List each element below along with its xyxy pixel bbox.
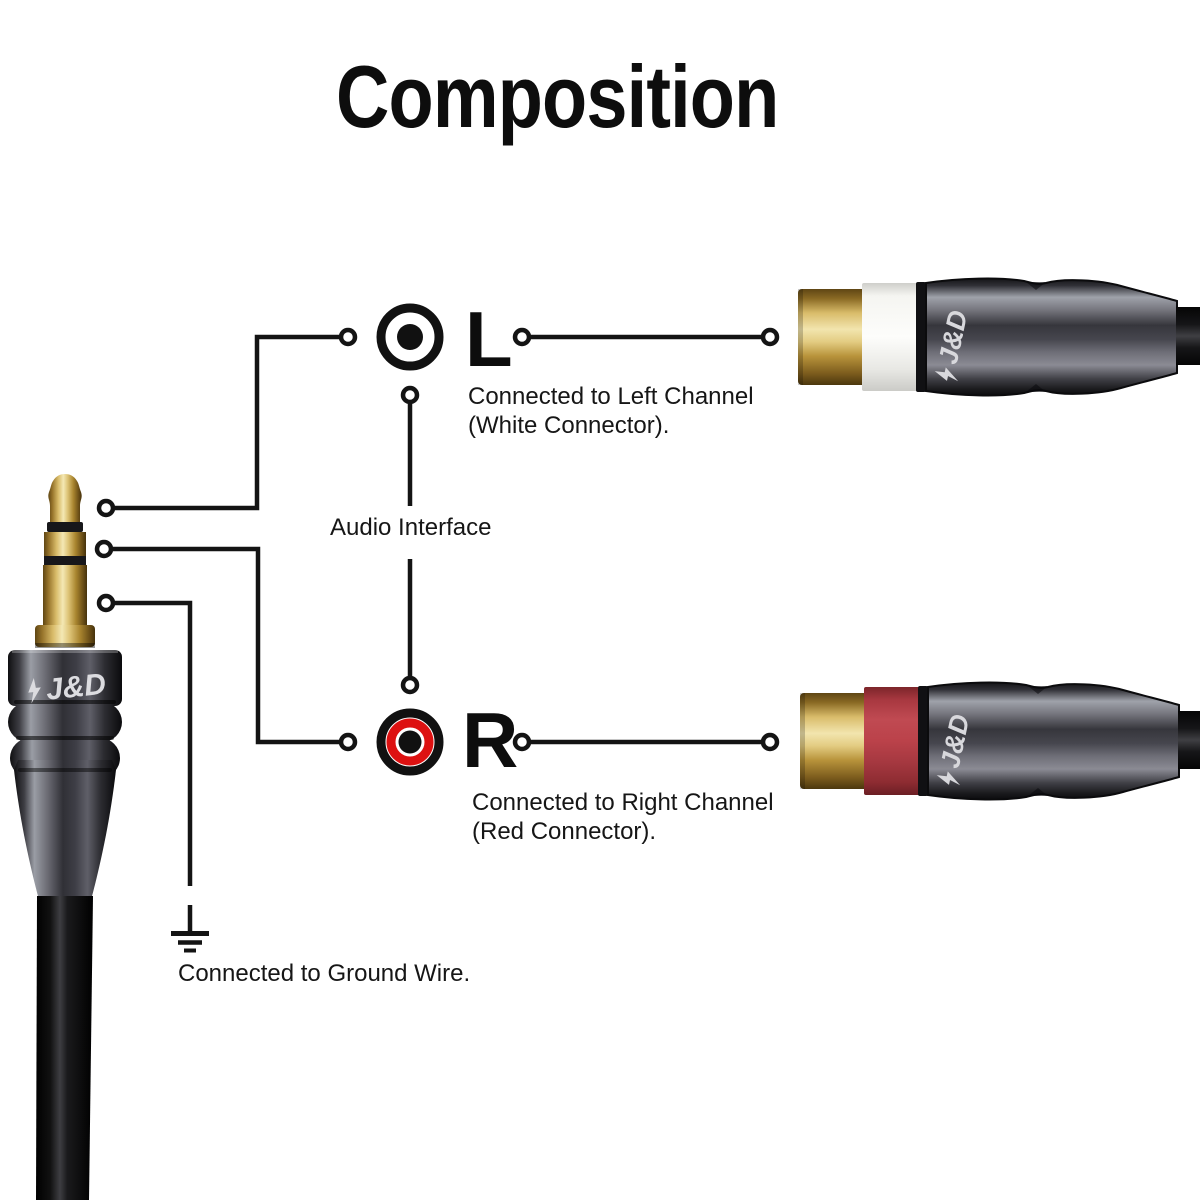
right-symbol-center-dot [398, 730, 422, 754]
node-jack-sleeve [96, 593, 116, 613]
jack-tip [48, 474, 82, 524]
node-left-line-end [760, 327, 780, 347]
right-symbol-red-ring [386, 718, 434, 766]
red-rca-body-edge [918, 686, 928, 796]
right-channel-note-line1: Connected to Right Channel [472, 789, 774, 816]
white-rca-gold-barrel [798, 289, 866, 385]
jack-groove-2 [16, 736, 114, 740]
red-rca-connector: J&D [800, 681, 1200, 801]
right-channel-note-line2: (Red Connector). [472, 817, 657, 845]
jack-groove-1 [14, 700, 116, 704]
jack-collar [35, 625, 95, 647]
ring-to-right-line [111, 546, 340, 745]
node-right-line-start [512, 732, 532, 752]
brand-bolt-icon [936, 771, 961, 786]
red-rca-gold-barrel [800, 693, 868, 789]
node-right-symbol-up [400, 675, 420, 695]
jack-insulator-ring-1 [47, 522, 83, 532]
left-channel-note-line2: (White Connector). [468, 411, 670, 439]
jack-ring-band [44, 532, 86, 556]
red-rca-notch-top [1028, 686, 1048, 694]
page-title: Composition [336, 47, 779, 146]
brand-bolt-icon [934, 367, 959, 382]
red-rca-notch-bottom [1028, 788, 1048, 796]
white-rca-body-edge [916, 282, 926, 392]
jack-body-rib-1 [8, 702, 122, 742]
white-rca-notch-top [1026, 282, 1046, 290]
jack-body-taper [14, 760, 116, 900]
jack-groove-3 [18, 768, 112, 772]
node-right-line-end [760, 732, 780, 752]
jack-cable [36, 896, 93, 1200]
wiring-lines [111, 334, 763, 886]
ground-symbol [171, 905, 209, 953]
left-symbol-center-dot [397, 324, 423, 350]
jack-brand-logo: J&D [28, 668, 108, 707]
tip-to-left-line [113, 334, 340, 511]
left-rca-symbol [376, 303, 444, 371]
white-rca-cable [1176, 307, 1200, 365]
jack-brand-text: J&D [44, 668, 107, 707]
ground-note: Connected to Ground Wire. [178, 960, 471, 987]
node-left-line-start [512, 327, 532, 347]
node-right-symbol-in [338, 732, 358, 752]
white-rca-barrel-rim [798, 289, 803, 385]
node-left-symbol-in [338, 327, 358, 347]
red-rca-barrel-rim [800, 693, 805, 789]
right-rca-symbol [376, 708, 444, 776]
connection-nodes [94, 327, 780, 752]
white-rca-band [862, 283, 918, 391]
trs-jack: J&D [8, 474, 122, 1200]
left-channel-note-line1: Connected to Left Channel [468, 383, 754, 410]
right-channel-letter: R [462, 696, 519, 784]
node-left-symbol-down [400, 385, 420, 405]
white-rca-connector: J&D [798, 277, 1200, 397]
audio-interface-label: Audio Interface [330, 514, 492, 541]
right-channel-note: Connected to Right Channel (Red Connecto… [472, 789, 774, 846]
jack-insulator-ring-2 [44, 556, 86, 565]
left-channel-note: Connected to Left Channel (White Connect… [468, 383, 754, 440]
brand-bolt-icon [28, 677, 41, 704]
left-channel-letter: L [465, 295, 513, 383]
node-jack-tip [96, 498, 116, 518]
white-rca-notch-bottom [1026, 384, 1046, 392]
red-rca-band [864, 687, 920, 795]
red-rca-cable [1178, 711, 1200, 769]
jack-sleeve-shaft [43, 565, 87, 625]
jack-collar-shadow [35, 643, 95, 648]
sleeve-to-ground-line [113, 600, 193, 886]
jack-body-top-highlight [12, 650, 118, 653]
node-jack-ring [94, 539, 114, 559]
